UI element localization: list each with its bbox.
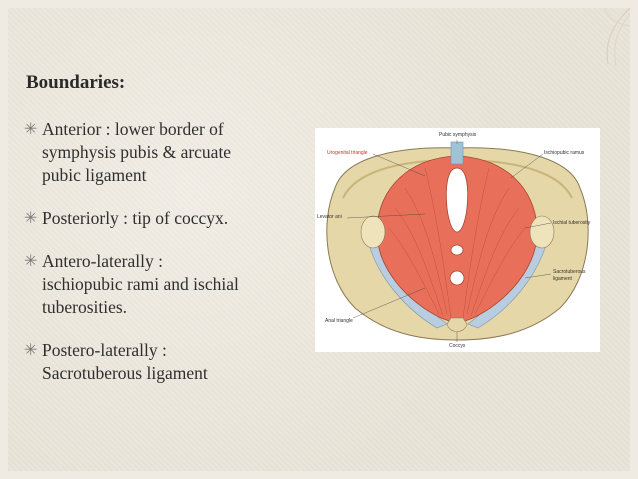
bullet-line: Antero-laterally : — [42, 251, 163, 271]
label-levator-ani: Levator ani — [317, 214, 342, 220]
vaginal-opening — [450, 244, 464, 256]
ischial-tuberosity-right — [529, 215, 555, 249]
urogenital-opening — [445, 167, 469, 233]
label-coccyx: Coccyx — [449, 343, 466, 349]
label-sacrotuberous-ligament-line1: Sacrotuberous — [553, 269, 586, 275]
bullet-anterior: ✳ Anterior : lower border of symphysis p… — [24, 118, 309, 187]
asterisk-bullet-icon: ✳ — [24, 342, 38, 359]
asterisk-bullet-icon: ✳ — [24, 121, 38, 138]
bullet-posteriorly: ✳ Posteriorly : tip of coccyx. — [24, 207, 309, 230]
bullet-line: symphysis pubis & arcuate — [42, 142, 232, 162]
bullet-postero-laterally: ✳ Postero-laterally : Sacrotuberous liga… — [24, 339, 309, 385]
bullet-antero-laterally: ✳ Antero-laterally : ischiopubic rami an… — [24, 250, 309, 319]
label-sacrotuberous-ligament-line2: ligament — [553, 276, 572, 282]
label-ischiopubic-ramus: Ischiopubic ramus — [544, 150, 585, 156]
bullet-line: tuberosities. — [42, 297, 128, 317]
label-urogenital-triangle: Urogenital triangle — [327, 150, 368, 156]
label-leader-lines — [346, 140, 552, 342]
bullet-line: ischiopubic rami and ischial — [42, 274, 239, 294]
ischial-tuberosity-left — [360, 215, 386, 249]
label-pubic-symphysis: Pubic symphysis — [439, 132, 477, 138]
asterisk-bullet-icon: ✳ — [24, 210, 38, 227]
bullet-line: Sacrotuberous ligament — [42, 363, 208, 383]
pelvic-floor-drawing — [326, 140, 589, 342]
slide-heading: Boundaries: — [26, 72, 126, 93]
anal-opening — [449, 270, 465, 286]
coccyx-bone — [446, 317, 468, 332]
bullet-line: Postero-laterally : — [42, 340, 167, 360]
perineum-illustration: Pubic symphysis Urogenital triangle Isch… — [315, 128, 600, 352]
bullet-line: Posteriorly : tip of coccyx. — [42, 208, 229, 228]
label-ischial-tuberosity: Ischial tuberosity — [553, 220, 591, 226]
page-curl-decoration — [603, 7, 631, 67]
pubic-symphysis — [450, 141, 464, 165]
bullet-line: Anterior : lower border of — [42, 119, 224, 139]
muscle-fibers — [388, 167, 526, 319]
asterisk-bullet-icon: ✳ — [24, 253, 38, 270]
bullet-list: ✳ Anterior : lower border of symphysis p… — [24, 118, 309, 405]
bullet-line: pubic ligament — [42, 165, 147, 185]
label-anal-triangle: Anal triangle — [325, 318, 353, 324]
